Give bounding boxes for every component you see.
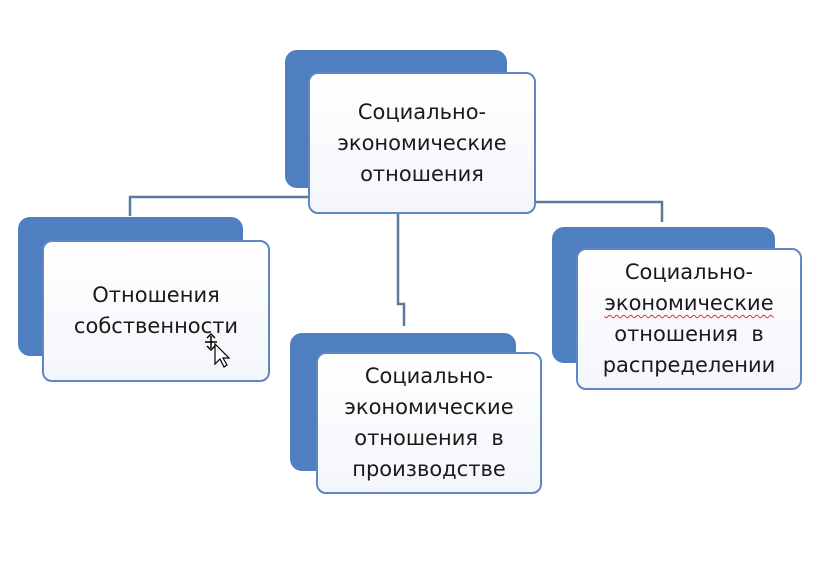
right-line-4: распределении xyxy=(602,353,776,377)
middle-line-1: Социально- xyxy=(364,364,494,388)
mouse-cursor-icon xyxy=(205,332,231,368)
right-line-2: экономические xyxy=(604,291,774,315)
right-line-3: отношения в xyxy=(614,322,764,346)
root-line-3: отношения xyxy=(360,161,484,186)
middle-line-2: экономические xyxy=(344,395,514,419)
right-node[interactable]: Социально-экономические отношения в распре… xyxy=(576,248,802,390)
left-line-1: Отношения xyxy=(92,283,220,307)
connector-left xyxy=(128,195,310,216)
right-line-1: Социально- xyxy=(624,260,754,284)
connector-middle xyxy=(396,212,406,326)
root-node[interactable]: Социально-экономические отношения xyxy=(308,72,536,214)
middle-line-3: отношения в xyxy=(354,426,504,450)
root-line-2: экономические xyxy=(337,130,507,155)
middle-line-4: производстве xyxy=(352,457,506,481)
middle-node[interactable]: Социально-экономические отношения в произв… xyxy=(316,352,542,494)
connector-right xyxy=(534,200,664,222)
root-line-1: Социально- xyxy=(357,99,487,124)
